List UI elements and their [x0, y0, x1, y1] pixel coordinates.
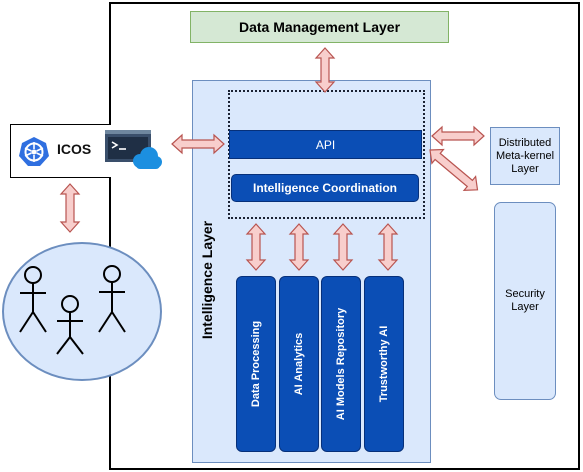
users-circle [2, 242, 162, 381]
arrow-api-dist [431, 125, 485, 147]
arrow-coord-mod-1 [245, 223, 267, 271]
data-processing-module: Data Processing [236, 276, 276, 452]
arrow-coord-mod-2 [288, 223, 310, 271]
arrow-api-sec [429, 148, 479, 191]
security-layer: Security Layer [494, 202, 556, 400]
dist-line-3: Layer [511, 162, 539, 175]
arrow-dm-api [314, 47, 336, 93]
api-box: API [229, 130, 422, 159]
intelligence-coordination-box: Intelligence Coordination [231, 174, 419, 202]
sec-line-2: Layer [511, 301, 539, 313]
arrow-icos-api [171, 133, 225, 155]
ai-models-repository-module: AI Models Repository [321, 276, 361, 452]
kubernetes-wheel-icon [19, 137, 49, 166]
ai-analytics-module: AI Analytics [279, 276, 319, 452]
stick-figure-user-icon [19, 265, 126, 355]
dist-line-2: Meta-kernel [495, 149, 555, 162]
arrow-coord-mod-4 [377, 223, 399, 271]
data-management-layer: Data Management Layer [190, 11, 449, 43]
distributed-meta-kernel-layer: Distributed Meta-kernel Layer [490, 127, 560, 185]
sec-line-1: Security [505, 288, 545, 300]
terminal-cloud-icon [105, 130, 162, 169]
dist-line-1: Distributed [498, 136, 552, 149]
arrow-icos-users [59, 183, 81, 233]
icos-label: ICOS [57, 141, 92, 157]
arrow-coord-mod-3 [332, 223, 354, 271]
trustworthy-ai-module: Trustworthy AI [364, 276, 404, 452]
